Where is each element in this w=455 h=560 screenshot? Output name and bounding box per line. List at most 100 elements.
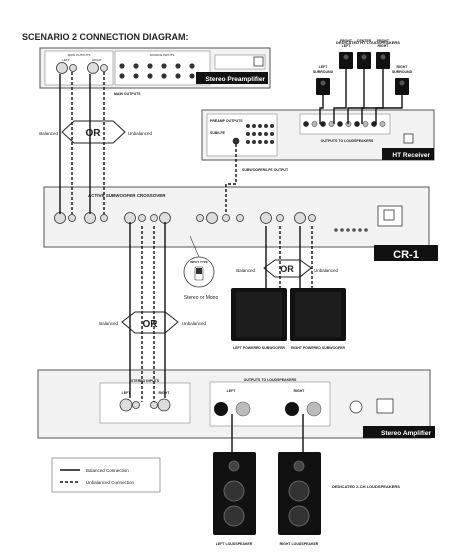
amp-outputs-label: OUTPUTS TO LOUDSPEAKERS (244, 378, 297, 382)
cr1-dip-5 (364, 228, 368, 232)
receiver-preamp-jack (252, 124, 256, 128)
cr1-jack-4 (124, 212, 136, 224)
cable-receiver-ht-speaker-2 (347, 69, 365, 124)
amp-power-socket (376, 398, 394, 414)
preamp-source-jack (133, 73, 139, 79)
ht-speaker-label-0: LEFT (319, 65, 329, 69)
cr1-jack-0 (54, 212, 66, 224)
receiver-preamp-jack (246, 140, 250, 144)
cable-receiver-ht-speaker-1 (333, 69, 347, 124)
stereo-amplifier: STEREO INPUTS LEFT RIGHT OUTPUTS TO LOUD… (37, 369, 435, 439)
bottom-or: OR (143, 319, 159, 330)
bottom-balanced-unbalanced-switch: OR Balanced Unbalanced (99, 311, 207, 334)
cr1-jack-8 (196, 214, 204, 222)
left-powered-subwoofer (231, 288, 287, 341)
cr1-jack-5 (138, 214, 146, 222)
ht-speaker-label-1: LEFT (342, 44, 352, 48)
left-loudspeaker (213, 452, 256, 535)
cr1-jack-7 (159, 212, 171, 224)
receiver-speaker-terminal-1 (311, 121, 318, 127)
cr1-jack-1 (68, 214, 76, 222)
preamp-source-jack (147, 73, 153, 79)
ht-speaker-label-4: RIGHT (397, 65, 409, 69)
preamp-xlr-right (87, 62, 99, 74)
preamp-source-jack (119, 73, 125, 79)
cr1-jack-13 (276, 214, 284, 222)
cr1-jack-15 (308, 214, 316, 222)
cr1-dip-3 (352, 228, 356, 232)
ht-speaker-label-4: SURROUND (392, 70, 413, 74)
preamp-source-jack (175, 63, 181, 69)
sub-balanced: Balanced (236, 268, 255, 273)
cr1-dip-4 (358, 228, 362, 232)
preamp-source-jack (147, 63, 153, 69)
preamp-source-jack (161, 63, 167, 69)
ht-loudspeakers-label: DEDICATED HT LOUDSPEAKERS (336, 40, 400, 45)
diagram-title: SCENARIO 2 CONNECTION DIAGRAM: (22, 32, 189, 42)
receiver-preamp-jack (264, 140, 268, 144)
cr1-jack-14 (294, 212, 306, 224)
cr1-dip-2 (346, 228, 350, 232)
cable-sublfe-cr1 (225, 144, 237, 214)
receiver-preamp-jack (246, 124, 250, 128)
preamp-source-jack (175, 73, 181, 79)
ht-receiver: PREAMP OUTPUTS SUB/LFE OUTPUTS TO LOUDSP… (201, 109, 435, 161)
preamp-jack-left: LEFT (62, 58, 70, 62)
receiver-preamp-jack (264, 132, 268, 136)
amp-out-left: LEFT (227, 389, 237, 393)
receiver-name: HT Receiver (392, 152, 430, 159)
preamp-power-socket (253, 56, 264, 67)
cr1-jack-6 (150, 214, 158, 222)
stereo-or-mono-label: Stereo or Mono (184, 295, 219, 301)
left-subwoofer-label: LEFT POWERED SUBWOOFER (233, 346, 285, 350)
amp-xlr-right (157, 398, 171, 412)
right-subwoofer-label: RIGHT POWERED SUBWOOFER (291, 346, 346, 350)
receiver-speaker-terminal-0 (303, 121, 309, 127)
amp-terminal-left-pos (235, 401, 251, 417)
receiver-preamp-jack (252, 132, 256, 136)
ht-speaker-cone-1 (343, 54, 349, 60)
dedicated-2ch-label: DEDICATED 2-CH LOUDSPEAKERS (332, 484, 400, 489)
receiver-sub-lfe: SUB/LFE (210, 131, 226, 135)
ht-speaker-label-0: SURROUND (313, 70, 334, 74)
ht-speaker-cone-2 (361, 54, 367, 60)
ht-speaker-label-1: FRONT (340, 39, 353, 43)
preamp-name: Stereo Preamplifier (205, 76, 265, 83)
ht-speaker-3 (376, 52, 390, 69)
receiver-preamp-jack (270, 132, 274, 136)
receiver-speaker-terminal-4 (337, 121, 343, 127)
preamp-xlr-left (56, 62, 68, 74)
amp-xlr-left (119, 398, 133, 412)
receiver-preamp-outputs: PREAMP OUTPUTS (210, 119, 243, 123)
receiver-speaker-terminal-9 (379, 121, 386, 127)
preamp-source-jack (161, 73, 167, 79)
receiver-preamp-jack (270, 124, 274, 128)
receiver-preamp-jack (264, 124, 268, 128)
receiver-speaker-terminal-6 (354, 121, 360, 127)
amp-inputs-label: STEREO INPUTS (131, 379, 160, 383)
receiver-speaker-terminal-2 (320, 121, 326, 127)
receiver-outputs-label: OUTPUTS TO LOUDSPEAKERS (321, 139, 374, 143)
top-balanced-unbalanced-switch: OR Balanced Unbalanced (39, 120, 153, 144)
preamp-jack-right: RIGHT (92, 58, 102, 62)
cr1-crossover: ACTIVE SUBWOOFER CROSSOVER CR-1 (43, 186, 438, 261)
sub-balanced-unbalanced-switch: OR Balanced Unbalanced (236, 259, 339, 278)
ht-speaker-cone-0 (320, 80, 326, 86)
legend: Balanced Connection Unbalanced Connectio… (51, 457, 161, 493)
cr1-jack-10 (222, 214, 230, 222)
ht-speaker-label-2: CENTER (357, 39, 372, 43)
amp-input-left: LEFT (122, 391, 132, 395)
preamp-main-outputs-section: MAIN OUTPUTS (68, 53, 91, 57)
preamp-source-jack (189, 73, 195, 79)
cr1-brand: ACTIVE SUBWOOFER CROSSOVER (88, 193, 166, 198)
amp-out-right: RIGHT (294, 389, 306, 393)
preamp-main-outputs-label: MAIN OUTPUTS (114, 92, 141, 96)
receiver-preamp-jack (246, 132, 250, 136)
cable-receiver-ht-speaker-3 (361, 69, 384, 124)
receiver-preamp-jack (258, 132, 262, 136)
sub-or: OR (280, 264, 294, 274)
preamp-rca-left (69, 64, 77, 72)
cr1-jack-2 (84, 212, 96, 224)
top-balanced: Balanced (39, 131, 58, 136)
